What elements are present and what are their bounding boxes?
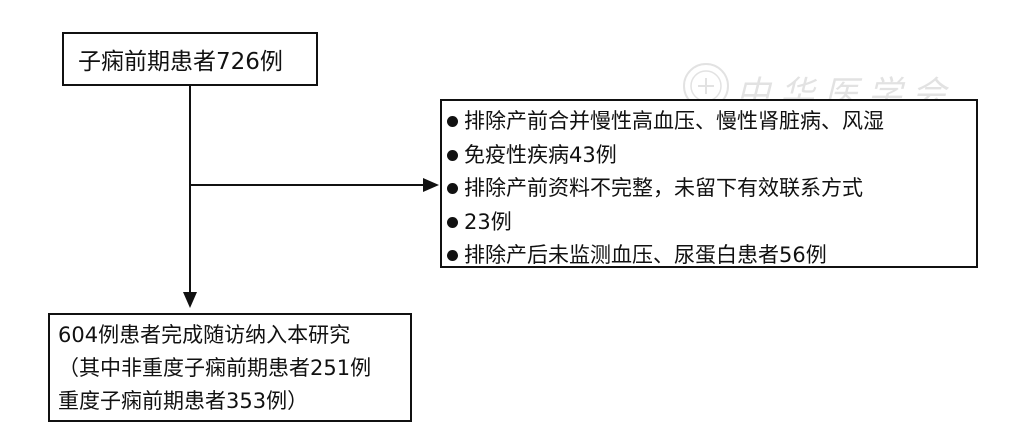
exclusion-line: 排除产后未监测血压、尿蛋白患者56例 xyxy=(447,239,976,273)
bullet-icon xyxy=(447,216,458,228)
cohort-line: （其中非重度子痫前期患者251例 xyxy=(58,356,372,380)
bullet-icon xyxy=(447,116,458,128)
exclusion-line: 排除产前资料不完整，未留下有效联系方式 xyxy=(447,172,976,206)
exclusion-line: 23例 xyxy=(447,206,976,240)
bullet-icon xyxy=(447,149,458,161)
exclusion-text: 排除产后未监测血压、尿蛋白患者56例 xyxy=(464,243,827,267)
bullet-icon xyxy=(447,183,458,195)
cohort-line: 604例患者完成随访纳入本研究 xyxy=(58,323,351,347)
right-arrowhead xyxy=(423,178,439,192)
exclusion-text: 23例 xyxy=(464,209,512,234)
study-cohort-box: 604例患者完成随访纳入本研究 （其中非重度子痫前期患者251例 重度子痫前期患… xyxy=(48,313,412,422)
bullet-icon xyxy=(447,250,458,262)
down-arrowhead xyxy=(183,292,197,308)
total-patients-text: 子痫前期患者726例 xyxy=(78,49,283,75)
exclusion-text: 排除产前合并慢性高血压、慢性肾脏病、风湿 xyxy=(464,109,884,133)
exclusion-text: 免疫性疾病43例 xyxy=(464,142,617,167)
cohort-line: 重度子痫前期患者353例） xyxy=(58,389,309,413)
exclusion-text: 排除产前资料不完整，未留下有效联系方式 xyxy=(464,176,863,200)
exclusion-line: 排除产前合并慢性高血压、慢性肾脏病、风湿 xyxy=(447,105,976,139)
total-patients-box: 子痫前期患者726例 xyxy=(62,32,318,86)
exclusion-criteria-box: 排除产前合并慢性高血压、慢性肾脏病、风湿 免疫性疾病43例 排除产前资料不完整，… xyxy=(440,99,978,268)
exclusion-line: 免疫性疾病43例 xyxy=(447,139,976,173)
